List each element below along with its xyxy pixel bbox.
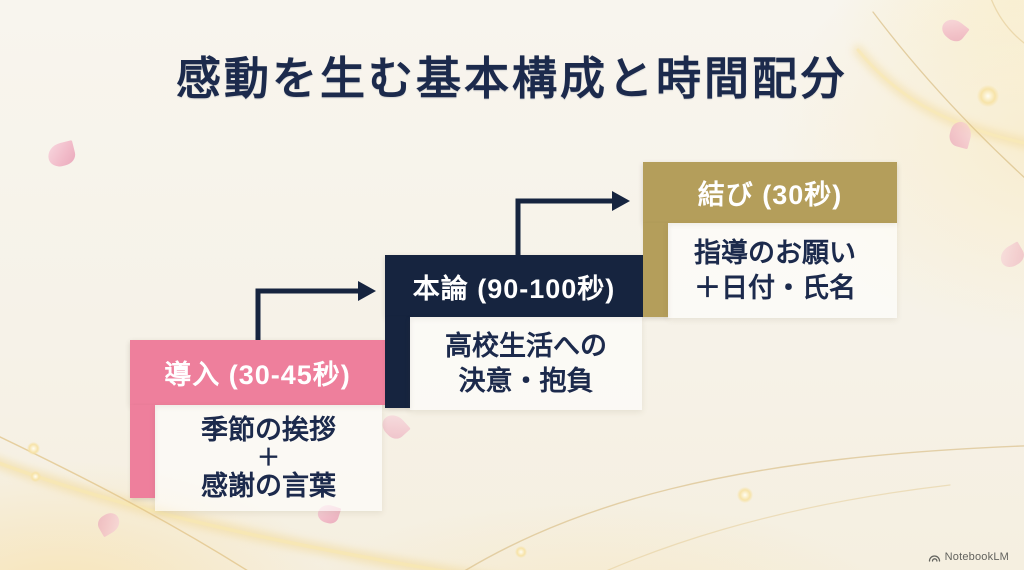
step-intro-description: 季節の挨拶 ＋ 感謝の言葉	[155, 405, 382, 511]
plus-sign: ＋	[257, 444, 280, 471]
step-intro-header: 導入 (30-45秒)	[130, 340, 385, 405]
step-intro-label: 導入 (30-45秒)	[164, 360, 351, 390]
description-line: 感謝の言葉	[201, 470, 336, 501]
sparkle-dot	[30, 471, 41, 482]
description-line: ＋日付・氏名	[694, 272, 856, 303]
sakura-petal	[94, 509, 124, 538]
description-line: 高校生活への	[445, 331, 607, 362]
sparkle-dot	[977, 85, 999, 107]
description-line: 指導のお願い	[694, 238, 856, 269]
step-main-body-strip	[385, 317, 410, 408]
notebooklm-logo-icon	[928, 554, 940, 562]
arrowhead-icon	[358, 281, 376, 301]
step-main-body-header: 本論 (90-100秒)	[385, 255, 643, 317]
description-line: 決意・抱負	[458, 365, 594, 396]
arrow-intro-to-body	[255, 288, 360, 340]
sparkle-dot	[737, 487, 753, 503]
sparkle-dot	[515, 546, 527, 558]
sakura-petal	[378, 410, 411, 443]
step-main-body-label: 本論 (90-100秒)	[412, 273, 616, 304]
sakura-petal	[947, 119, 974, 150]
arrow-body-to-conclusion	[515, 198, 614, 255]
watermark-label: NotebookLM	[944, 551, 1009, 563]
sakura-petal	[45, 140, 78, 169]
sakura-petal	[938, 14, 970, 46]
step-conclusion-description: 指導のお願い ＋日付・氏名	[668, 223, 897, 318]
slide-title: 感動を生む基本構成と時間配分	[175, 54, 848, 104]
sparkle-dot	[27, 442, 40, 455]
notebooklm-watermark: NotebookLM	[928, 551, 1009, 563]
arrowhead-icon	[612, 191, 630, 211]
step-conclusion-header: 結び (30秒)	[643, 162, 897, 223]
description-line: 季節の挨拶	[201, 414, 336, 445]
step-conclusion-strip	[643, 223, 668, 317]
step-main-body-description: 高校生活への 決意・抱負	[410, 317, 642, 410]
step-conclusion-label: 結び (30秒)	[697, 180, 843, 210]
sakura-petal	[996, 241, 1024, 271]
step-intro-strip	[130, 405, 155, 498]
